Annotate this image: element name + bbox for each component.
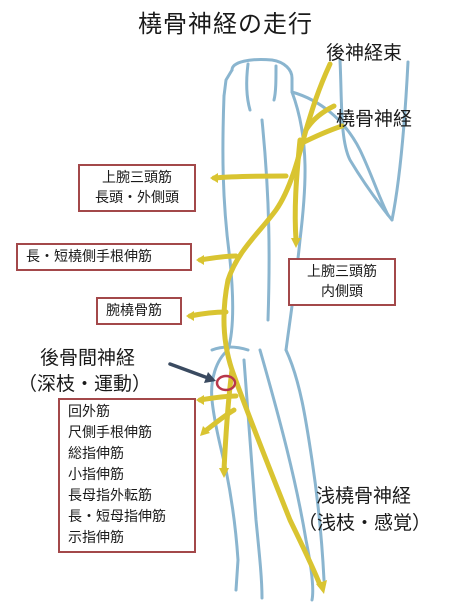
label-superficial-radial-2: （浅枝・感覚） <box>298 512 432 534</box>
box-line: 示指伸筋 <box>68 530 124 546</box>
box-line: 内側頭 <box>321 284 363 300</box>
pointer-arrow <box>168 362 216 383</box>
box-line: 長母指外転筋 <box>68 488 152 504</box>
label-superficial-radial-1: 浅橈骨神経 <box>316 485 412 507</box>
branch-point-marker <box>215 374 237 392</box>
box-triceps-long-lateral: 上腕三頭筋 長頭・外側頭 <box>78 164 196 212</box>
box-line: 腕橈骨筋 <box>106 303 162 319</box>
box-extensor-carpi-radialis: 長・短橈側手根伸筋 <box>16 243 192 271</box>
diagram-title: 橈骨神経の走行 <box>138 10 313 38</box>
label-posterior-interosseous-1: 後骨間神経 <box>40 347 136 369</box>
box-brachioradialis: 腕橈骨筋 <box>96 297 182 325</box>
nerve-arrowheads <box>186 173 327 594</box>
box-line: 回外筋 <box>68 404 110 420</box>
box-line: 上腕三頭筋 <box>307 264 377 280</box>
box-line: 上腕三頭筋 <box>102 170 172 186</box>
label-posterior-interosseous-2: （深枝・運動） <box>18 373 152 395</box>
box-line: 長・短母指伸筋 <box>68 509 166 525</box>
box-forearm-extensors: 回外筋 尺側手根伸筋 総指伸筋 小指伸筋 長母指外転筋 長・短母指伸筋 示指伸筋 <box>58 398 196 553</box>
label-posterior-cord: 後神経束 <box>326 42 403 64</box>
box-line: 総指伸筋 <box>68 446 124 462</box>
box-line: 小指伸筋 <box>68 467 124 483</box>
box-triceps-medial: 上腕三頭筋 内側頭 <box>288 258 396 306</box>
box-line: 尺側手根伸筋 <box>68 425 152 441</box>
box-line: 長・短橈側手根伸筋 <box>26 249 152 265</box>
label-radial-nerve: 橈骨神経 <box>336 108 413 130</box>
box-line: 長頭・外側頭 <box>95 190 179 206</box>
